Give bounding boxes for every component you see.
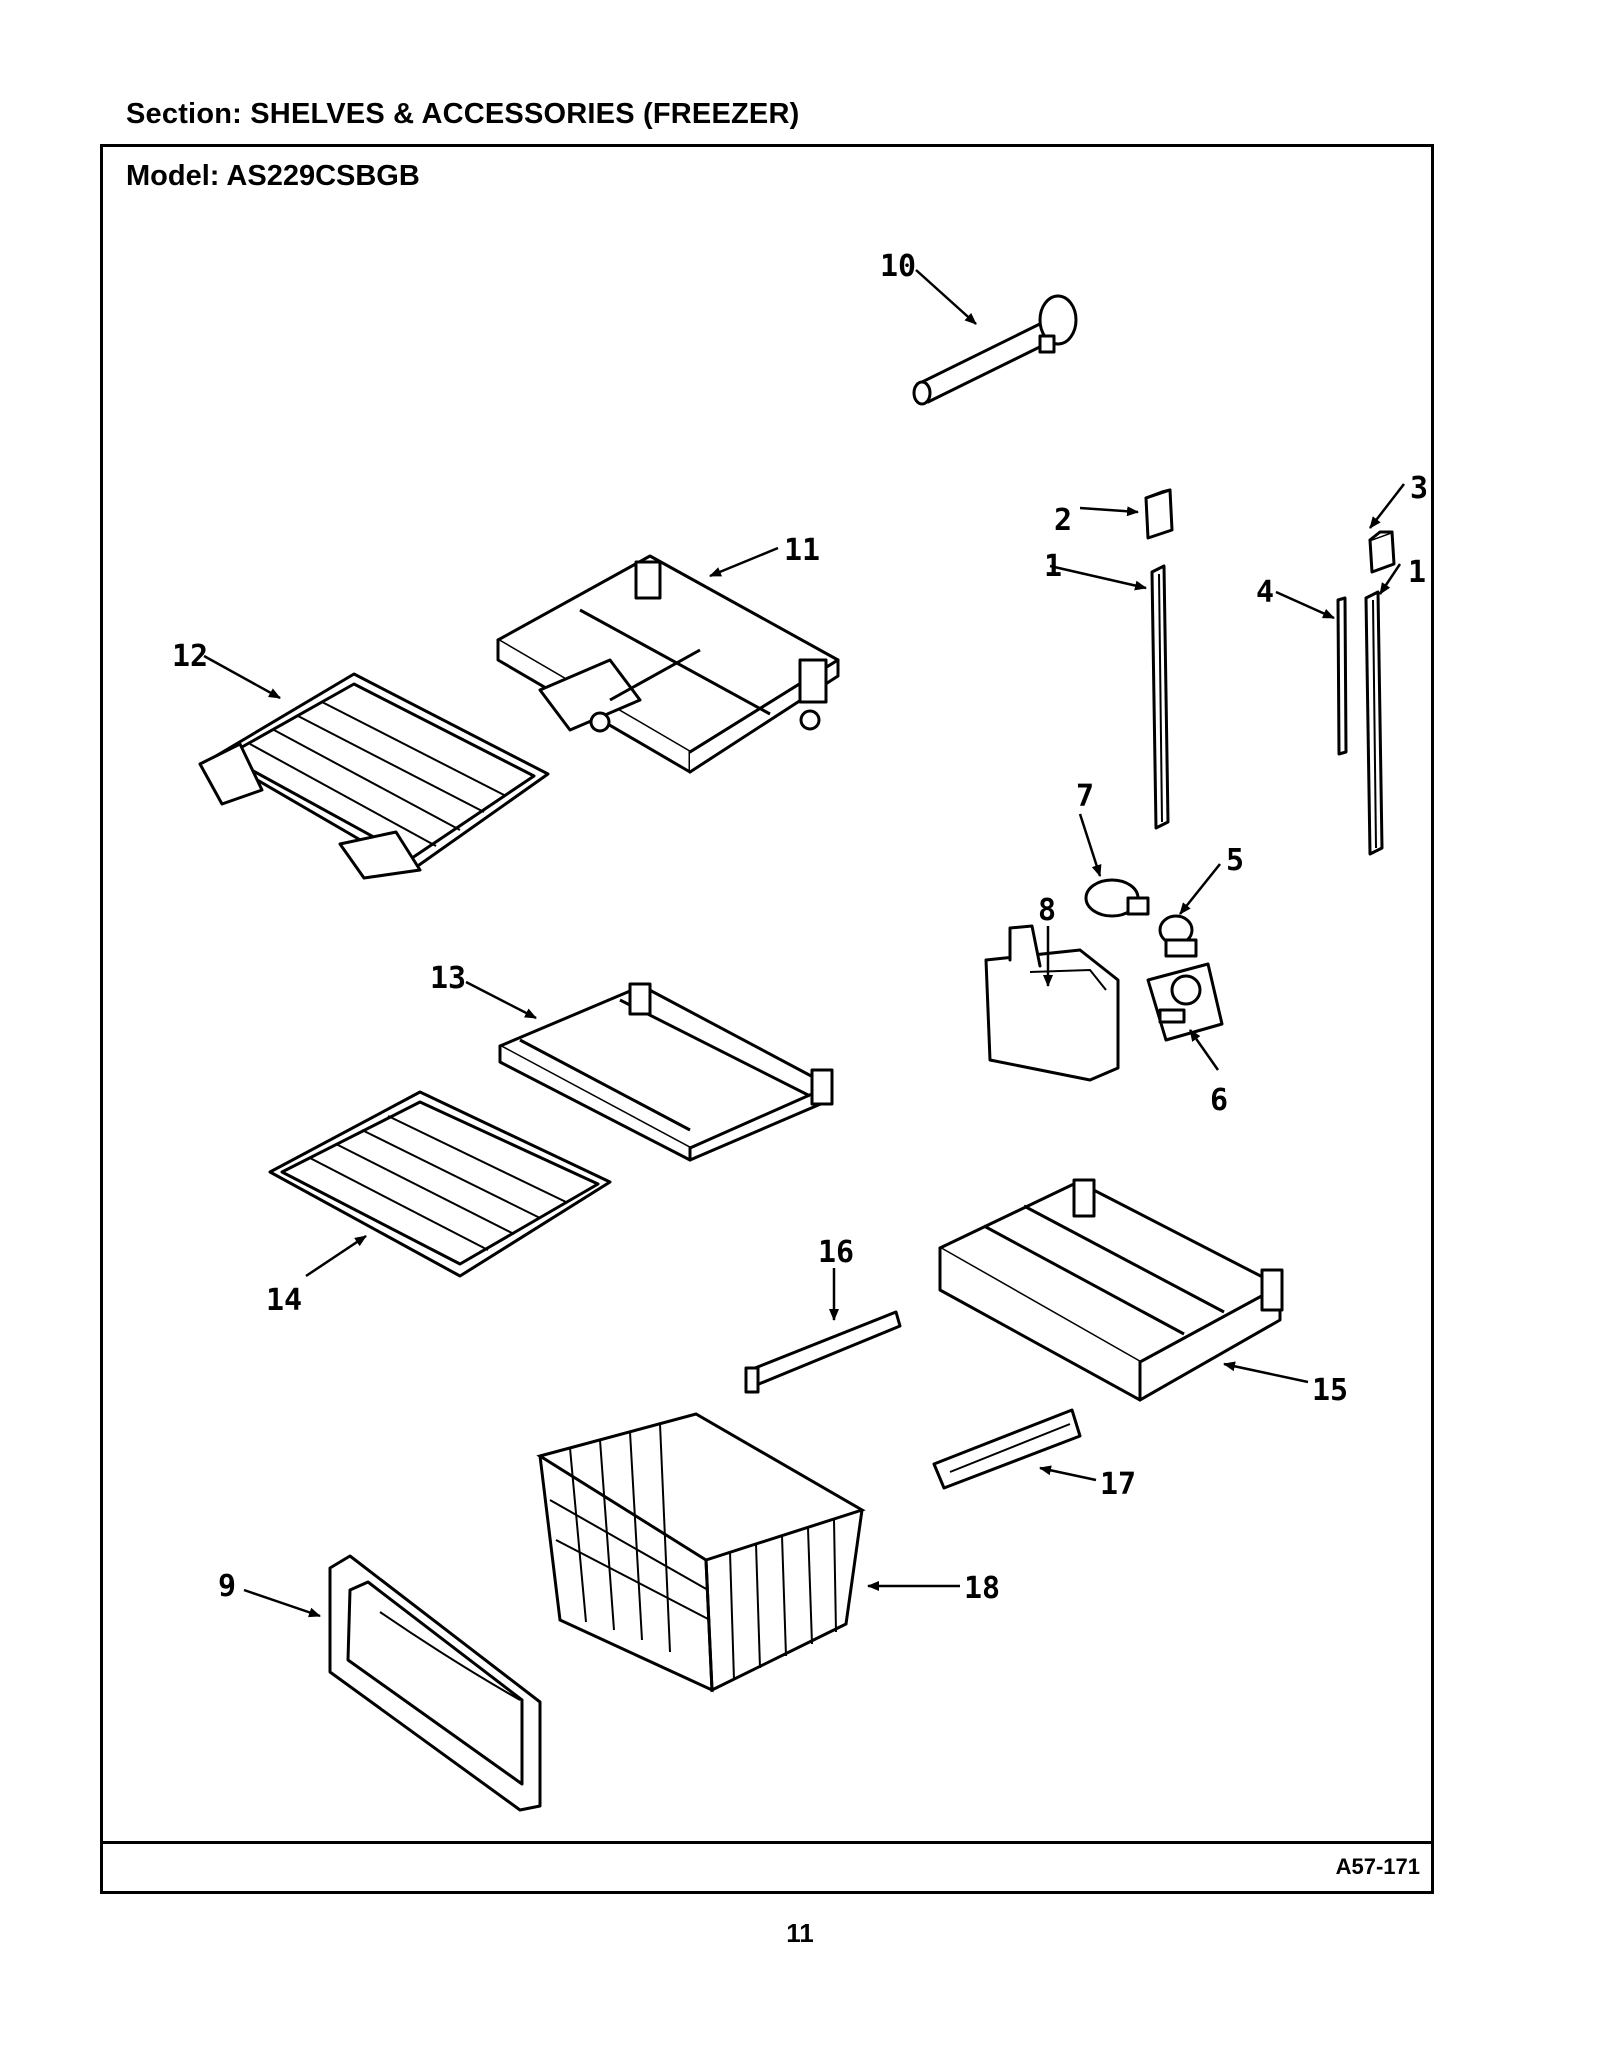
callout-labels: 10 2 3 11 1 4 1 12 7 5 8 13 6 14 16 15 1… (172, 249, 1428, 1606)
callout-5: 5 (1226, 843, 1244, 878)
callout-14: 14 (266, 1283, 302, 1318)
callout-18: 18 (964, 1571, 1000, 1606)
callout-2: 2 (1054, 503, 1072, 538)
callout-8: 8 (1038, 893, 1056, 928)
part-1-rail-right (1364, 590, 1384, 856)
callout-6: 6 (1210, 1083, 1228, 1118)
part-4-rod (1336, 596, 1348, 756)
leader-lines (203, 269, 1405, 1618)
part-11-shelf-frame (496, 554, 840, 774)
part-14-glass-shelf (268, 1090, 612, 1278)
callout-9: 9 (218, 1569, 236, 1604)
part-10-rod (912, 294, 1078, 406)
part-12-glass-shelf (198, 672, 550, 880)
part-16-rail (744, 1310, 902, 1394)
part-15-drawer-frame (938, 1178, 1284, 1402)
footer-divider (100, 1841, 1434, 1844)
callout-12: 12 (172, 639, 208, 674)
part-1-rail-left (1150, 564, 1170, 830)
callout-11: 11 (784, 533, 820, 568)
part-8-bin (984, 924, 1120, 1082)
callout-1-left: 1 (1044, 549, 1062, 584)
page-number: 11 (786, 1918, 814, 1948)
model-label: Model: AS229CSBGB (126, 160, 420, 192)
diagram-frame (100, 144, 1434, 1894)
part-17-rail (932, 1408, 1082, 1490)
callout-4: 4 (1256, 575, 1274, 610)
part-6-holder (1146, 962, 1224, 1042)
callout-7: 7 (1076, 779, 1094, 814)
part-9-drawer-front (328, 1554, 542, 1812)
callout-15: 15 (1312, 1373, 1348, 1408)
reference-code: A57-171 (1335, 1854, 1420, 1879)
callout-17: 17 (1100, 1467, 1136, 1502)
part-18-basket (536, 1412, 866, 1693)
part-7-plug (1084, 878, 1150, 918)
section-title: Section: SHELVES & ACCESSORIES (FREEZER) (126, 98, 800, 130)
callout-13: 13 (430, 961, 466, 996)
part-5-pin (1158, 914, 1198, 958)
callout-1-right: 1 (1408, 555, 1426, 590)
callout-3: 3 (1410, 471, 1428, 506)
callout-16: 16 (818, 1235, 854, 1270)
part-2-cap (1144, 488, 1174, 540)
callout-10: 10 (880, 249, 916, 284)
part-13-shelf-support (498, 982, 834, 1162)
part-3-cap (1368, 530, 1396, 574)
